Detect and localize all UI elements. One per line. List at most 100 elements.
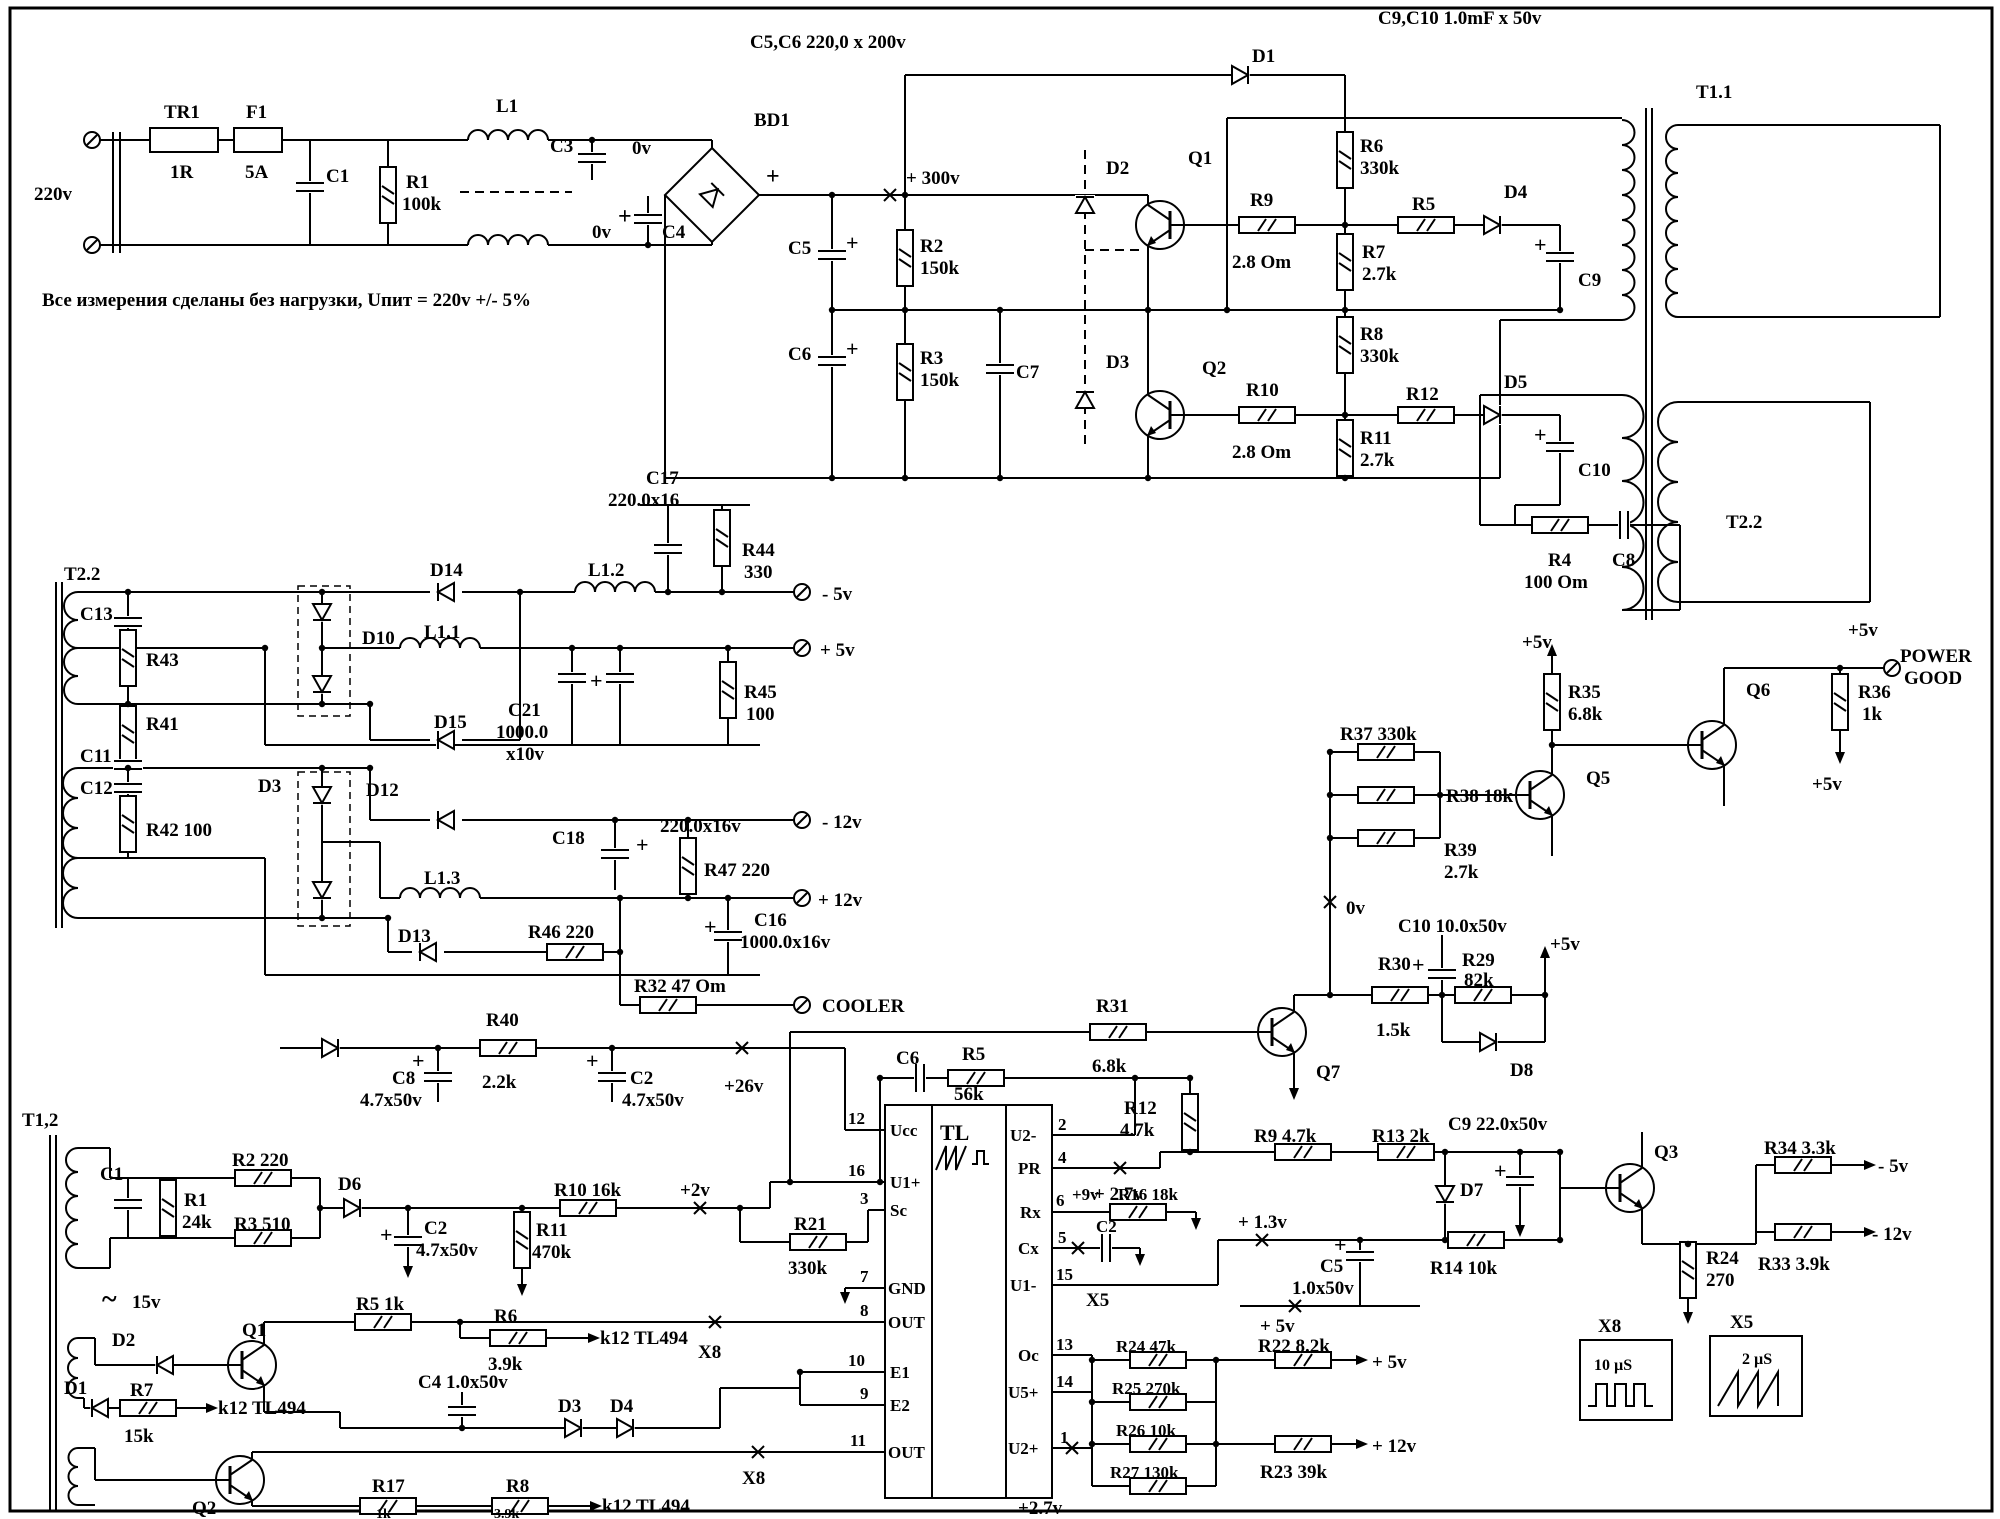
junction-dot [1548,741,1556,749]
schematic-label: R3 [920,348,943,369]
schematic-label: C13 [80,604,113,625]
schematic-label: +5v [1848,620,1878,641]
schematic-label: +2.7v [1018,1498,1063,1519]
junction-dot [516,588,524,596]
schematic-label: + [846,336,859,361]
resistor [546,943,604,961]
supply-arrow-icon [1539,945,1551,959]
schematic-label: C10 [1578,460,1611,481]
junction-dot [1556,1236,1564,1244]
schematic-label: 270 [1706,1270,1735,1291]
schematic-label: R47 220 [704,860,770,881]
resistor [1238,216,1296,234]
schematic-label: + 12v [1372,1436,1417,1457]
schematic-label: Все измерения сделаны без нагрузки, Uпит… [42,290,531,311]
schematic-label: D2 [112,1330,135,1351]
resistor [234,1169,292,1187]
schematic-label: 10 µS [1594,1357,1632,1374]
ground-arrow-icon [1134,1253,1146,1267]
ic-waveform-glyph [935,1145,989,1171]
junction-dot [828,306,836,314]
resistor [119,705,137,763]
junction-dot [456,1318,464,1326]
diode [311,602,333,623]
junction-dot [384,914,392,922]
schematic-label: D3 [258,776,281,797]
schematic-label: D15 [434,712,467,733]
capacitor [446,1404,478,1418]
junction-dot [366,764,374,772]
schematic-label: X5 [1730,1312,1753,1333]
schematic-label: C4 [662,222,686,243]
transistor [1256,1004,1308,1060]
resistor [1447,1231,1505,1249]
resistor [1336,131,1354,189]
schematic-label: U1- [1010,1276,1037,1295]
schematic-label: R37 330k [1340,724,1417,745]
schematic-label: C17 [646,468,679,489]
resistor [1109,1203,1167,1221]
schematic-label: R16 18k [1118,1185,1179,1204]
output-terminal [793,889,811,907]
junction-dot [568,644,576,652]
junction-dot [1341,306,1349,314]
schematic-label: R32 47 Om [634,976,726,997]
schematic-label: 330 [744,562,773,583]
schematic-label: 15v [132,1292,161,1313]
schematic-label: C18 [552,828,585,849]
schematic-label: 12 [848,1109,865,1128]
schematic-label: R42 100 [146,820,212,841]
junction-dot [611,816,619,824]
schematic-label: + [590,668,603,693]
schematic-label: 0v [632,138,652,159]
capacitor [112,615,144,629]
junction-dot [736,1204,744,1212]
transistor [214,1452,266,1508]
schematic-label: - 12v [1872,1224,1912,1245]
schematic-label: 7 [860,1267,869,1286]
schematic-label: F1 [246,102,267,123]
junction-dot [434,1044,442,1052]
capacitor [294,180,326,194]
schematic-label: R33 3.9k [1758,1254,1830,1275]
schematic-label: D5 [1504,372,1527,393]
schematic-label: C2 [630,1068,653,1089]
schematic-label: 2 µS [1742,1351,1772,1368]
schematic-label: D4 [610,1396,634,1417]
capacitor [984,362,1016,376]
schematic-label: R10 16k [554,1180,621,1201]
diode [1230,64,1251,86]
junction-dot [1088,1398,1096,1406]
schematic-label: R23 39k [1260,1462,1327,1483]
schematic-label: R26 10k [1116,1421,1177,1440]
schematic-label: 1k [376,1507,391,1519]
junction-dot [1836,664,1844,672]
schematic-label: 9 [860,1384,869,1403]
schematic-label: + [380,1222,393,1247]
schematic-label: 220.0x16 [608,490,679,511]
schematic-label: 56k [954,1084,984,1105]
schematic-label: D13 [398,926,431,947]
junction-dot [876,1178,884,1186]
schematic-label: 0v [592,222,612,243]
schematic-label: R22 8.2k [1258,1336,1330,1357]
schematic-label: +26v [724,1076,764,1097]
schematic-label: 3 [860,1189,869,1208]
junction-dot [1326,991,1334,999]
schematic-label: R5 [962,1044,985,1065]
schematic-label: C5 [1320,1256,1343,1277]
capacitor [1426,967,1458,981]
schematic-label: k12 TL494 [602,1496,690,1517]
schematic-label: Q7 [1316,1062,1341,1083]
schematic-label: 4.7x50v [622,1090,684,1111]
schematic-label: C9 [1578,270,1601,291]
schematic-label: R31 [1096,996,1129,1017]
resistor [1679,1241,1697,1299]
schematic-label: R1 [406,172,429,193]
schematic-label: + [586,1048,599,1073]
diode [311,674,333,695]
oscillogram-x5 [1709,1335,1803,1417]
junction-dot [1186,1148,1194,1156]
ground-arrow-icon [402,1265,414,1279]
